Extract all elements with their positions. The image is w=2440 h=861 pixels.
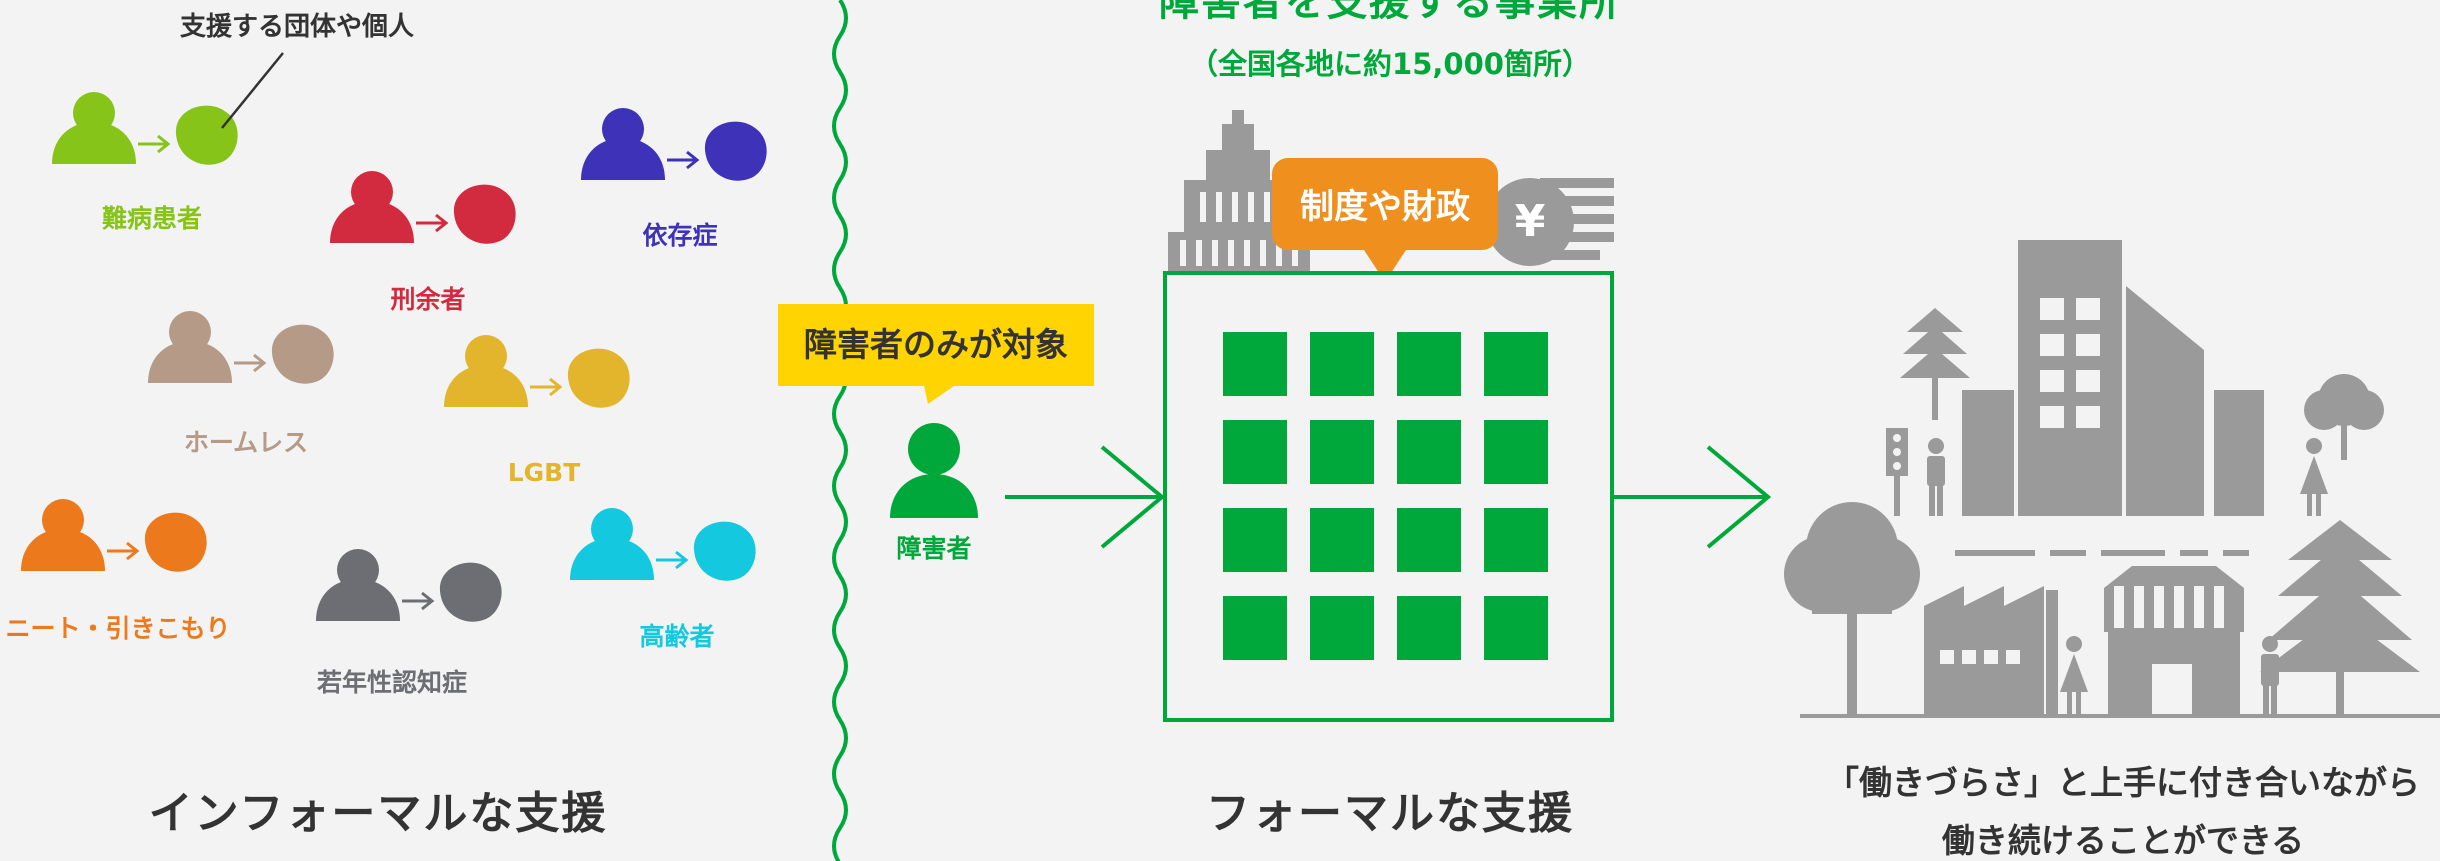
group-label-homeless: ホームレス <box>183 428 309 457</box>
office-window <box>1484 332 1548 396</box>
supporter-blob <box>144 512 207 572</box>
supporter-blob <box>453 184 516 244</box>
person-body <box>444 365 528 407</box>
city-scene <box>1784 240 2440 718</box>
office-window <box>1484 596 1548 660</box>
supporter-pointer-line <box>221 52 284 129</box>
target-callout-box <box>778 304 1094 404</box>
office-window <box>1397 332 1461 396</box>
office-window <box>1397 596 1461 660</box>
group-label-nanbyo: 難病患者 <box>101 204 203 233</box>
formal-section-title: フォーマルな支援 <box>1206 788 1574 839</box>
arrow-head <box>421 591 435 611</box>
group-icon-izon <box>581 108 767 181</box>
disabled-person-icon <box>890 423 978 518</box>
supporter-blob <box>439 562 502 622</box>
round-tree-large-icon <box>1784 502 1920 716</box>
pine-tree-small-icon <box>1900 308 1970 420</box>
office-header-subtitle: （全国各地に約15,000箇所） <box>1189 47 1591 81</box>
supporter-blob <box>704 121 767 181</box>
pedestrian-icon <box>1927 438 1945 516</box>
person-body <box>148 341 232 383</box>
person-body <box>330 201 414 243</box>
office-window <box>1397 420 1461 484</box>
group-label-neet: ニート・引きこもり <box>5 614 231 643</box>
office-window <box>1484 508 1548 572</box>
person-body <box>316 579 400 621</box>
office-window <box>1397 508 1461 572</box>
office-window <box>1310 420 1374 484</box>
office-window <box>1310 508 1374 572</box>
office-window <box>1310 332 1374 396</box>
shopper-woman-icon <box>2060 636 2088 716</box>
round-tree-small-icon <box>2304 374 2384 460</box>
yen-coin-icon <box>1486 178 1614 266</box>
office-window <box>1310 596 1374 660</box>
person-body <box>52 122 136 164</box>
wavy-divider <box>832 0 848 861</box>
supporter-label: 支援する団体や個人 <box>180 12 415 42</box>
arrow-head <box>549 377 563 397</box>
office-window-grid <box>1223 332 1548 660</box>
group-icon-nanbyo <box>52 92 238 165</box>
arrow-head <box>686 150 700 170</box>
group-label-jakunen: 若年性認知症 <box>316 668 468 697</box>
supporter-blob <box>693 521 756 581</box>
system-label: 制度や財政 <box>1300 187 1470 227</box>
pine-tree-large-icon <box>2260 520 2420 716</box>
office-window <box>1223 508 1287 572</box>
person-body <box>570 538 654 580</box>
road-line <box>1955 550 2249 556</box>
supporter-blob <box>175 105 238 165</box>
person-body <box>21 529 105 571</box>
person-label: 障害者 <box>896 534 972 563</box>
ground-line <box>1800 714 2440 718</box>
system-callout-box <box>1272 158 1498 282</box>
group-label-izon: 依存症 <box>642 221 718 250</box>
group-label-lgbt: LGBT <box>507 458 581 487</box>
office-window <box>1484 420 1548 484</box>
supporter-blob <box>271 324 334 384</box>
office-window <box>1223 332 1287 396</box>
person-body <box>581 138 665 180</box>
arrow-to-society <box>1612 445 1772 549</box>
group-label-keiyo: 刑余者 <box>390 285 466 314</box>
target-label: 障害者のみが対象 <box>804 325 1068 364</box>
outcome-caption-line1: 「働きづらさ」と上手に付き合いながら <box>1826 763 2420 802</box>
pedestrian-woman-icon <box>2300 438 2328 516</box>
shop-icon <box>2104 566 2244 716</box>
shopper-man-icon <box>2261 636 2279 716</box>
office-header-title: 障害者を支援する事業所 <box>1159 0 1621 25</box>
arrow-head <box>435 213 449 233</box>
arrow-head <box>253 353 267 373</box>
office-window <box>1223 420 1287 484</box>
group-icon-lgbt <box>444 335 630 408</box>
arrow-to-office <box>1005 445 1166 549</box>
yen-symbol: ¥ <box>1514 196 1546 247</box>
group-icon-jakunen <box>316 549 502 622</box>
government-building-icon <box>1168 110 1310 272</box>
informal-section-title: インフォーマルな支援 <box>148 788 608 839</box>
outcome-caption-line2: 働き続けることができる <box>1941 821 2305 860</box>
group-icon-homeless <box>148 311 334 384</box>
arrow-head <box>157 134 171 154</box>
factory-icon <box>1924 586 2058 716</box>
group-label-koreisha: 高齢者 <box>639 622 715 651</box>
office-window <box>1223 596 1287 660</box>
group-icon-koreisha <box>570 508 756 581</box>
arrow-head <box>675 550 689 570</box>
traffic-light-icon <box>1886 428 1908 516</box>
group-icon-keiyo <box>330 171 516 244</box>
tall-building-icon <box>1962 240 2264 516</box>
supporter-blob <box>567 348 630 408</box>
group-icon-neet <box>21 499 207 572</box>
group-icons <box>21 92 767 622</box>
arrow-head <box>126 541 140 561</box>
